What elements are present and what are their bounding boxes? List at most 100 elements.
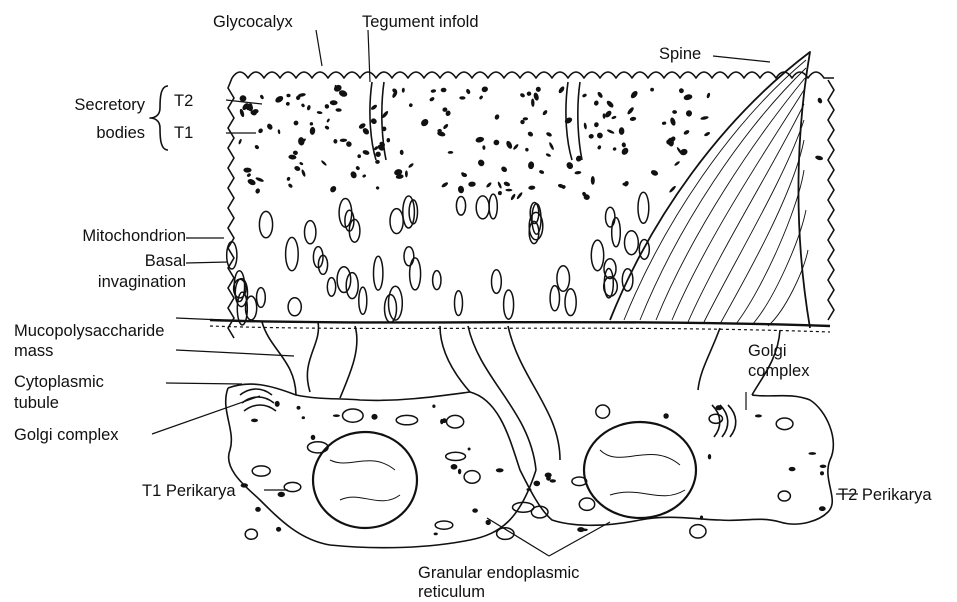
secretory-body	[299, 161, 304, 165]
secretory-body	[251, 419, 258, 423]
secretory-body	[405, 170, 408, 177]
secretory-body	[500, 165, 508, 173]
secretory-body	[255, 188, 261, 195]
mitochondrion	[565, 289, 576, 316]
label-golgi-right-2: complex	[748, 362, 809, 381]
label-granular-er-2: reticulum	[418, 583, 485, 602]
secretory-body	[286, 176, 291, 181]
secretory-body	[355, 165, 361, 171]
mitochondrion	[359, 287, 367, 314]
secretory-body	[588, 133, 594, 139]
secretory-body	[458, 469, 461, 475]
secretory-body	[542, 109, 548, 116]
secretory-body	[716, 405, 723, 410]
secretory-body	[293, 120, 298, 125]
secretory-body	[477, 158, 486, 167]
label-t2-perikarya: T2 Perikarya	[838, 486, 932, 505]
label-spine: Spine	[659, 45, 701, 64]
secretory-body	[275, 401, 280, 407]
label-basal: Basal	[145, 252, 186, 271]
label-bodies: bodies	[96, 124, 145, 143]
label-tegument-infold: Tegument infold	[362, 13, 479, 32]
secretory-body	[302, 416, 305, 419]
secretory-body	[420, 118, 430, 128]
mitochondrion	[410, 258, 421, 290]
mitochondrion	[286, 237, 299, 270]
secretory-body	[457, 185, 464, 193]
secretory-body	[531, 98, 535, 107]
secretory-body	[451, 464, 458, 470]
golgi-complex-left	[240, 389, 276, 411]
mitochondrion	[433, 271, 441, 290]
secretory-body	[548, 142, 554, 151]
secretory-body	[525, 148, 529, 152]
secretory-body	[498, 191, 503, 196]
secretory-body	[333, 414, 340, 417]
secretory-body	[650, 169, 659, 177]
mitochondrion	[252, 466, 270, 476]
tegument-surface	[232, 72, 834, 78]
mitochondrion	[776, 418, 793, 430]
secretory-body	[408, 162, 415, 168]
secretory-body	[255, 176, 264, 182]
secretory-body	[330, 100, 338, 105]
secretory-body	[512, 143, 519, 150]
secretory-body	[340, 138, 348, 142]
secretory-body	[432, 405, 435, 408]
secretory-body	[370, 104, 378, 111]
mitochondrion	[532, 204, 541, 235]
secretory-body	[686, 110, 692, 117]
mitochondrion	[639, 240, 649, 260]
mitochondrion	[337, 267, 351, 293]
secretory-body	[335, 108, 341, 112]
secretory-body	[362, 174, 367, 178]
secretory-body	[626, 106, 635, 115]
secretory-body	[545, 131, 552, 137]
mitochondrion	[492, 270, 502, 294]
label-golgi-right-1: Golgi	[748, 342, 787, 361]
secretory-body	[481, 86, 489, 93]
t2-nucleus	[584, 422, 696, 518]
secretory-body	[440, 419, 443, 424]
mitochondrion	[606, 207, 615, 227]
secretory-body	[479, 95, 484, 100]
secretory-body	[306, 105, 311, 111]
secretory-body	[577, 527, 584, 532]
secretory-body	[375, 186, 380, 190]
label-t1-perikarya: T1 Perikarya	[142, 482, 236, 501]
secretory-body	[298, 137, 305, 146]
secretory-body	[630, 116, 637, 121]
secretory-body	[309, 127, 315, 135]
mitochondrion	[259, 211, 272, 237]
secretory-body	[591, 176, 595, 185]
secretory-body	[497, 181, 502, 189]
secretory-body	[606, 100, 615, 109]
label-glycocalyx: Glycocalyx	[213, 13, 293, 32]
mitochondrion	[374, 256, 383, 290]
secretory-body	[324, 125, 330, 130]
mitochondrion	[390, 209, 403, 234]
label-t2: T2	[174, 92, 193, 111]
secretory-body	[278, 492, 285, 497]
secretory-body	[493, 139, 500, 145]
label-granular-er-1: Granular endoplasmic	[418, 564, 579, 583]
secretory-body	[326, 118, 330, 123]
secretory-body	[819, 506, 826, 511]
mitochondrion	[513, 502, 534, 512]
secretory-body	[574, 171, 581, 175]
secretory-body	[519, 92, 525, 98]
secretory-body	[241, 483, 248, 487]
secretory-body	[679, 148, 688, 156]
spine	[610, 52, 810, 328]
mitochondrion	[343, 409, 364, 422]
secretory-body	[239, 95, 246, 102]
secretory-body	[429, 96, 435, 102]
secretory-body	[526, 91, 531, 96]
secretory-body	[621, 142, 626, 148]
mitochondrion	[625, 231, 639, 255]
secretory-body	[494, 114, 500, 121]
mitochondrion	[604, 269, 613, 298]
secretory-body	[246, 173, 251, 178]
secretory-body	[619, 127, 625, 135]
